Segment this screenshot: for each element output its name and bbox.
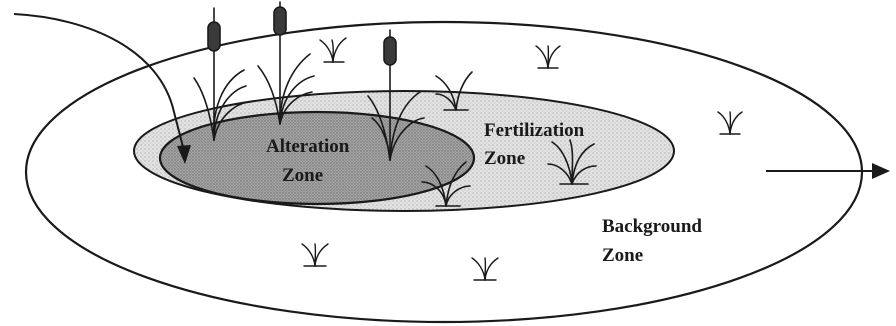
background-zone-label: Background <box>602 216 702 237</box>
alteration-zone <box>160 112 474 204</box>
alteration-zone-label-2: Zone <box>282 165 323 186</box>
alteration-zone-label: Alteration <box>266 136 350 157</box>
fertilization-zone-label: Fertilization <box>484 120 585 141</box>
fertilization-zone-label-2: Zone <box>484 148 525 169</box>
background-zone-label-2: Zone <box>602 245 643 266</box>
